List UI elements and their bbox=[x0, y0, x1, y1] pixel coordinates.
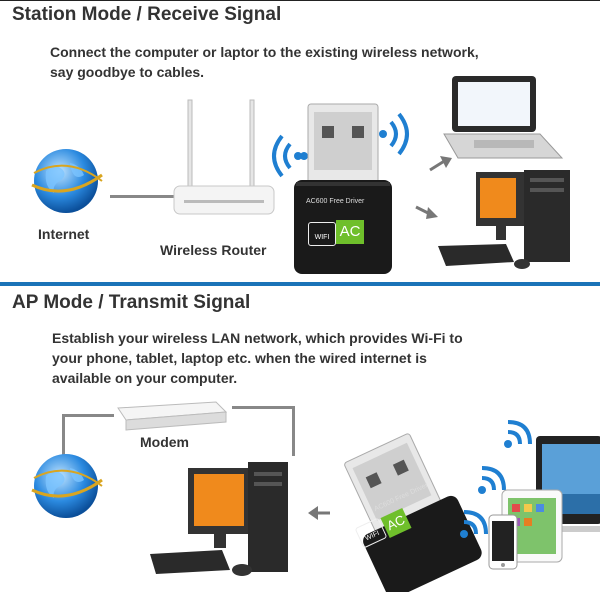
cable-line bbox=[292, 406, 295, 456]
usb-adapter-icon bbox=[344, 433, 482, 592]
wifi-signal-icon bbox=[504, 420, 532, 448]
station-mode-title: Station Mode / Receive Signal bbox=[12, 4, 282, 25]
arrow-icon bbox=[308, 506, 330, 520]
globe-icon bbox=[31, 149, 103, 213]
station-mode-description: Connect the computer or laptor to the ex… bbox=[50, 44, 479, 80]
wifi-badge: WIFI bbox=[308, 222, 336, 246]
cable-line bbox=[62, 414, 114, 417]
wifi-signal-icon bbox=[478, 466, 506, 494]
router-icon bbox=[173, 99, 275, 215]
ac-badge: AC bbox=[336, 220, 364, 244]
adapter-model-text: AC600 Free Driver bbox=[306, 198, 365, 205]
globe-icon bbox=[31, 454, 103, 518]
laptop-icon bbox=[443, 76, 564, 159]
arrow-icon bbox=[429, 156, 452, 172]
desktop-computer-icon bbox=[438, 170, 570, 269]
ap-mode-description: Establish your wireless LAN network, whi… bbox=[52, 330, 463, 386]
ap-mode-title: AP Mode / Transmit Signal bbox=[12, 292, 251, 313]
top-border bbox=[0, 0, 600, 1]
ap-mode-section: AP Mode / Transmit Signal Establish your… bbox=[0, 282, 600, 592]
modem-label: Modem bbox=[140, 434, 189, 450]
wifi-signal-icon bbox=[379, 112, 409, 156]
wifi-signal-icon bbox=[460, 510, 488, 538]
phone-icon bbox=[488, 514, 518, 570]
internet-label: Internet bbox=[38, 226, 90, 242]
modem-icon bbox=[117, 401, 228, 431]
router-label: Wireless Router bbox=[160, 242, 267, 258]
section-divider bbox=[0, 282, 600, 286]
cable-line bbox=[232, 406, 294, 409]
wifi-signal-icon bbox=[272, 134, 308, 178]
desktop-computer-icon bbox=[150, 462, 288, 576]
arrow-icon bbox=[415, 205, 438, 219]
station-mode-section: Station Mode / Receive Signal Connect th… bbox=[0, 0, 600, 282]
cable-line bbox=[62, 414, 65, 462]
cable-line bbox=[110, 195, 176, 198]
